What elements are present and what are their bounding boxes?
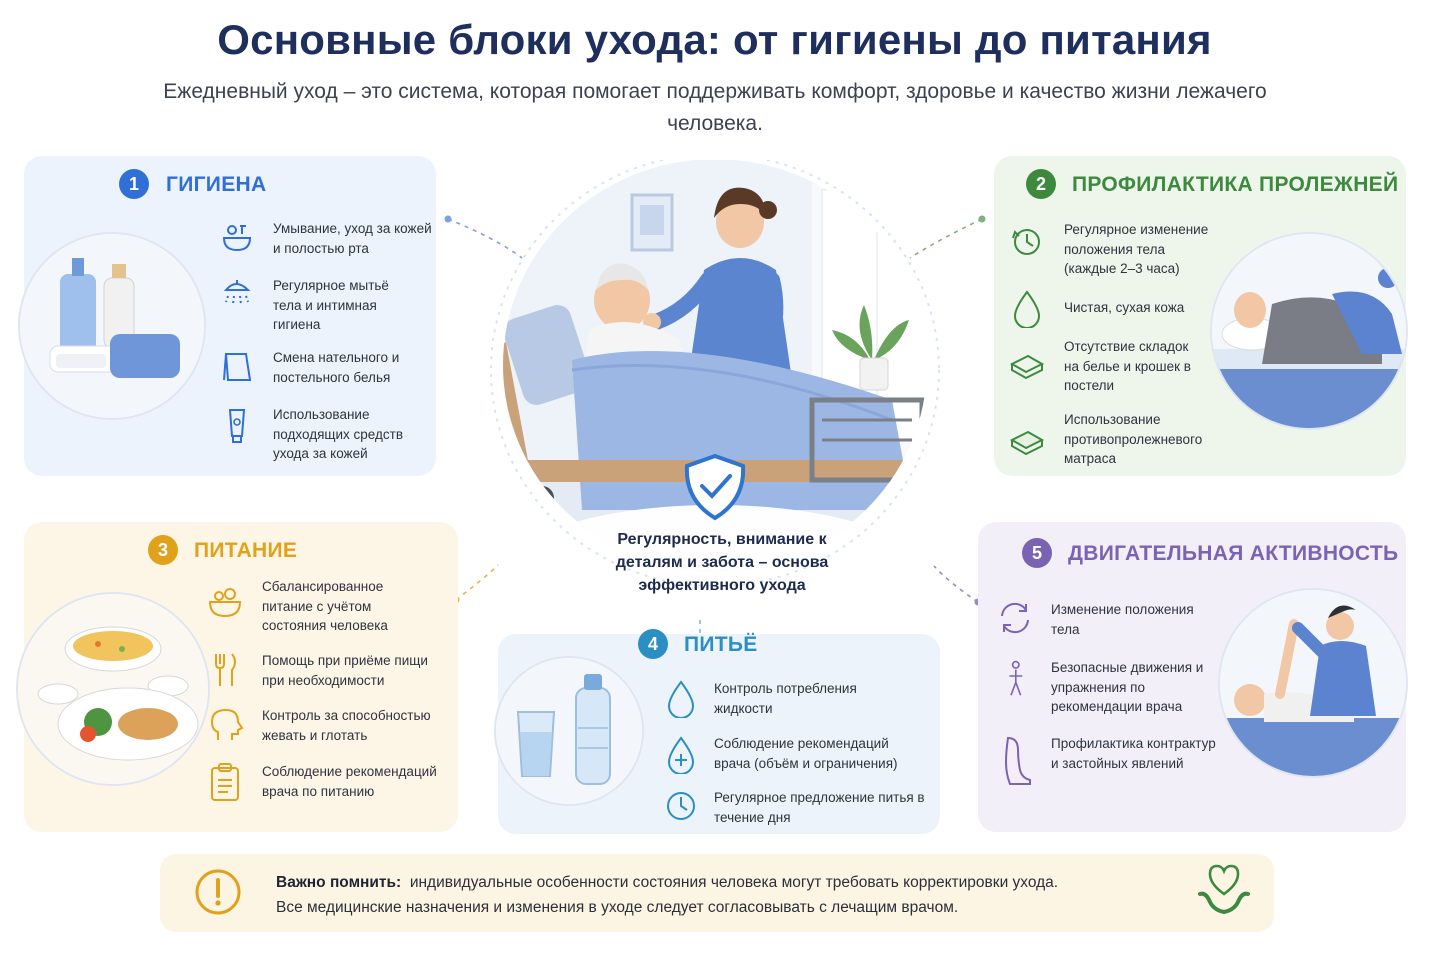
medical-drop-icon xyxy=(662,734,700,775)
shower-icon xyxy=(218,276,256,316)
notice-line-1: индивидуальные особенности состояния чел… xyxy=(409,874,1059,891)
water-illustration xyxy=(494,656,644,806)
mobility-item-3: Профилактика контрактур и застойных явле… xyxy=(1051,736,1216,771)
hero-illustration xyxy=(482,160,948,608)
mobility-item-1: Изменение положения тела xyxy=(1051,602,1194,637)
food-bowl-icon xyxy=(206,582,244,622)
linen-icon xyxy=(218,348,256,388)
notice-panel xyxy=(160,854,1274,932)
number-badge-2: 2 xyxy=(1026,169,1056,199)
drop-icon xyxy=(1008,288,1046,329)
rotation-clock-icon xyxy=(1008,222,1046,262)
notice-line-2: Все медицинские назначения и изменения в… xyxy=(276,899,959,916)
hygiene-products-illustration xyxy=(18,232,206,420)
bedsore-item-3: Отсутствие складок на белье и крошек в п… xyxy=(1064,339,1191,393)
cutlery-icon xyxy=(206,650,244,690)
notice-text: Важно помнить: индивидуальные особенност… xyxy=(276,870,1176,920)
sheet-icon xyxy=(1008,346,1046,386)
exercise-illustration xyxy=(1218,588,1408,778)
walking-person-icon xyxy=(996,660,1034,700)
mattress-icon xyxy=(1008,422,1046,462)
notice-label: Важно помнить: xyxy=(276,874,402,891)
card-title-bedsore-prevention: ПРОФИЛАКТИКА ПРОЛЕЖНЕЙ xyxy=(1072,173,1399,196)
hygiene-item-1: Умывание, уход за кожей и полостью рта xyxy=(273,221,432,256)
page-title: Основные блоки ухода: от гигиены до пита… xyxy=(217,16,1212,63)
bedsore-item-2: Чистая, сухая кожа xyxy=(1064,300,1185,315)
washbasin-icon xyxy=(218,218,256,258)
nutrition-item-2: Помощь при приёме пищи при необходимости xyxy=(262,653,428,688)
number-badge-1: 1 xyxy=(119,169,149,199)
card-title-mobility: ДВИГАТЕЛЬНАЯ АКТИВНОСТЬ xyxy=(1068,542,1399,565)
number-badge-4: 4 xyxy=(638,629,668,659)
bedsore-item-4: Использование противопролежневого матрас… xyxy=(1064,412,1203,466)
clipboard-icon xyxy=(206,762,244,802)
card-title-drinking: ПИТЬЁ xyxy=(684,633,758,656)
hygiene-item-4: Использование подходящих средств ухода з… xyxy=(273,407,403,461)
page-subtitle: Ежедневный уход – это система, которая п… xyxy=(163,80,1267,135)
meal-illustration xyxy=(16,592,210,786)
hygiene-item-2: Регулярное мытьё тела и интимная гигиена xyxy=(273,278,389,332)
patient-turning-illustration xyxy=(1210,232,1408,430)
nutrition-item-3: Контроль за способностью жевать и глотат… xyxy=(262,708,431,743)
leg-icon xyxy=(996,736,1034,786)
drinking-item-3: Регулярное предложение питья в течение д… xyxy=(714,790,925,825)
water-drop-icon xyxy=(662,678,700,719)
heart-hands-icon xyxy=(1194,864,1254,922)
number-badge-3: 3 xyxy=(148,535,178,565)
warning-icon xyxy=(194,868,242,916)
center-motto: Регулярность, внимание к деталям и забот… xyxy=(615,531,829,594)
nutrition-item-1: Сбалансированное питание с учётом состоя… xyxy=(262,579,388,633)
turn-arrows-icon xyxy=(996,598,1034,638)
card-title-hygiene: ГИГИЕНА xyxy=(166,173,267,196)
card-title-nutrition: ПИТАНИЕ xyxy=(194,539,298,562)
drinking-item-1: Контроль потребления жидкости xyxy=(714,681,857,716)
clock-icon xyxy=(662,786,700,826)
number-badge-5: 5 xyxy=(1022,538,1052,568)
swallow-icon xyxy=(206,704,244,744)
bedsore-item-1: Регулярное изменение положения тела (каж… xyxy=(1064,222,1209,276)
mobility-item-2: Безопасные движения и упражнения по реко… xyxy=(1051,660,1204,714)
cream-tube-icon xyxy=(218,406,256,446)
drinking-item-2: Соблюдение рекомендаций врача (объём и о… xyxy=(714,736,898,771)
hygiene-item-3: Смена нательного и постельного белья xyxy=(273,350,400,385)
nutrition-item-4: Соблюдение рекомендаций врача по питанию xyxy=(262,764,437,799)
